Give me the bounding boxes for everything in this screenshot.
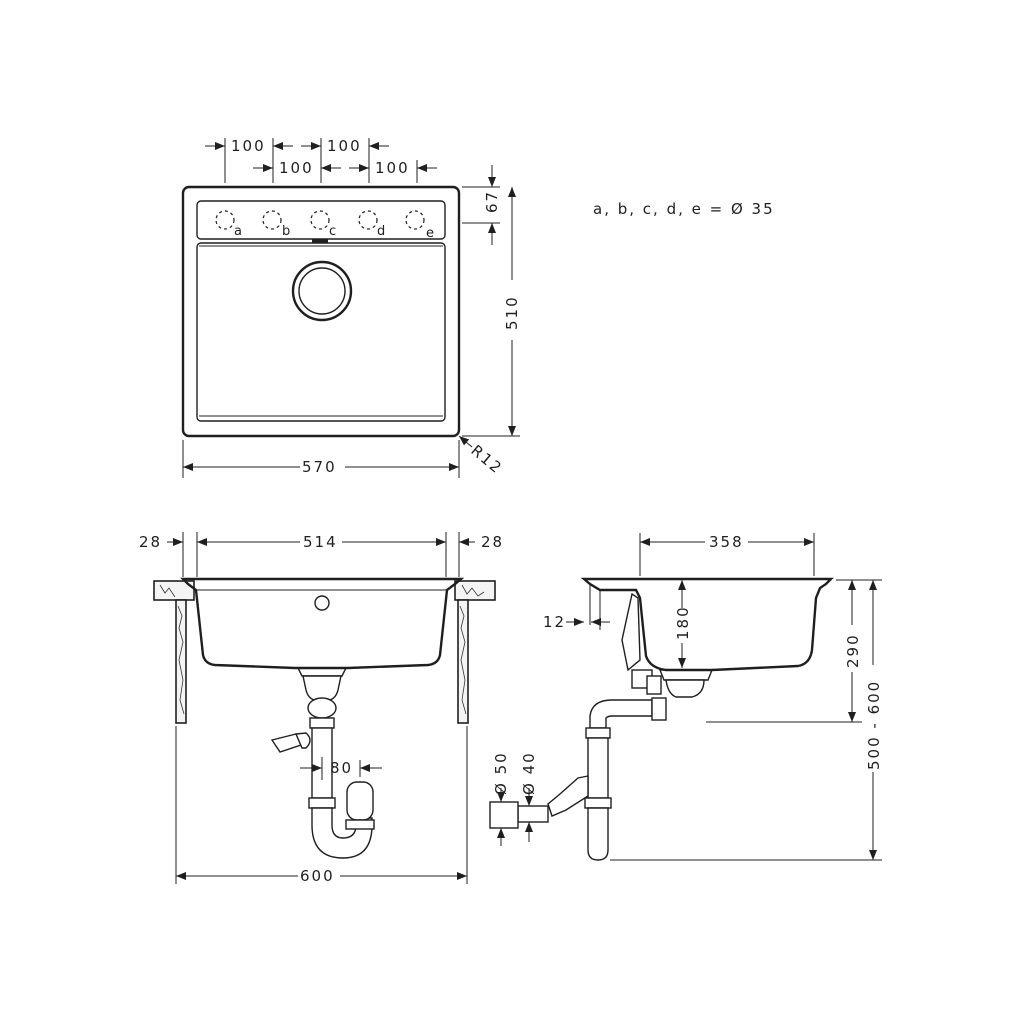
dim-rim-offset: 12 [543, 613, 566, 631]
sink-body-front [180, 577, 465, 670]
dim-right-overhang: 28 [481, 533, 504, 551]
drain-inner-ring [298, 267, 346, 315]
dim-cabinet-width: 600 [300, 867, 335, 885]
dim-drain-height: 290 [844, 633, 862, 668]
dim-left-overhang: 28 [139, 533, 162, 551]
dim-outlet-outer: Ø 50 [492, 751, 510, 795]
dim-overall-width: 570 [302, 458, 337, 476]
tap-label-b: b [282, 224, 290, 239]
outlet-pipe-50 [489, 801, 519, 829]
bowl-outline-top [196, 242, 446, 422]
dim-corner-radius: R12 [467, 441, 506, 478]
dim-spacing-bc: 100 [279, 159, 314, 177]
tap-label-a: a [234, 224, 242, 239]
side-drain-pipe [589, 699, 653, 729]
dim-spacing-ab: 100 [231, 137, 266, 155]
tap-hole-e [405, 210, 425, 230]
tap-hole-b [262, 210, 282, 230]
tap-label-d: d [377, 224, 385, 239]
sink-body-side [580, 577, 834, 672]
top-view: a b c d e 100 100 100 100 67 5 [181, 137, 521, 478]
cabinet-wall-right [457, 599, 469, 724]
dim-bowl-length: 358 [709, 533, 744, 551]
dim-overall-depth: 510 [503, 295, 521, 330]
front-view: 80 28 514 28 600 [139, 532, 504, 885]
dim-outlet-inner: Ø 40 [520, 751, 538, 795]
outlet-elbow [547, 775, 589, 817]
tap-hole-diameter-note: a, b, c, d, e = Ø 35 [593, 200, 775, 218]
side-trap-pipe [587, 737, 609, 799]
overflow-hole [314, 595, 330, 611]
overflow-slot [312, 239, 328, 243]
cabinet-wall-left [175, 599, 187, 724]
trap-outlet [346, 781, 374, 821]
dim-outlet-height-range: 500 - 600 [865, 680, 883, 770]
side-view: Ø 50 Ø 40 358 12 180 290 500 - 600 [489, 533, 883, 861]
tap-label-c: c [329, 224, 336, 239]
tap-hole-d [358, 210, 378, 230]
countertop-right [454, 580, 496, 601]
drain-outer-ring [291, 260, 353, 322]
countertop-left [153, 580, 195, 601]
tap-label-e: e [426, 226, 434, 241]
sink-outline-top [181, 185, 461, 438]
overflow-channel [621, 592, 641, 672]
dim-spacing-cd: 100 [327, 137, 362, 155]
tap-hole-c [310, 210, 330, 230]
dim-trap-offset: 80 [330, 759, 353, 777]
dim-bowl-depth: 180 [674, 605, 692, 640]
dim-bowl-width: 514 [303, 533, 338, 551]
dim-deck-depth: 67 [483, 190, 501, 213]
tap-hole-a [215, 210, 235, 230]
outlet-pipe-40 [517, 805, 549, 823]
dim-spacing-de: 100 [375, 159, 410, 177]
